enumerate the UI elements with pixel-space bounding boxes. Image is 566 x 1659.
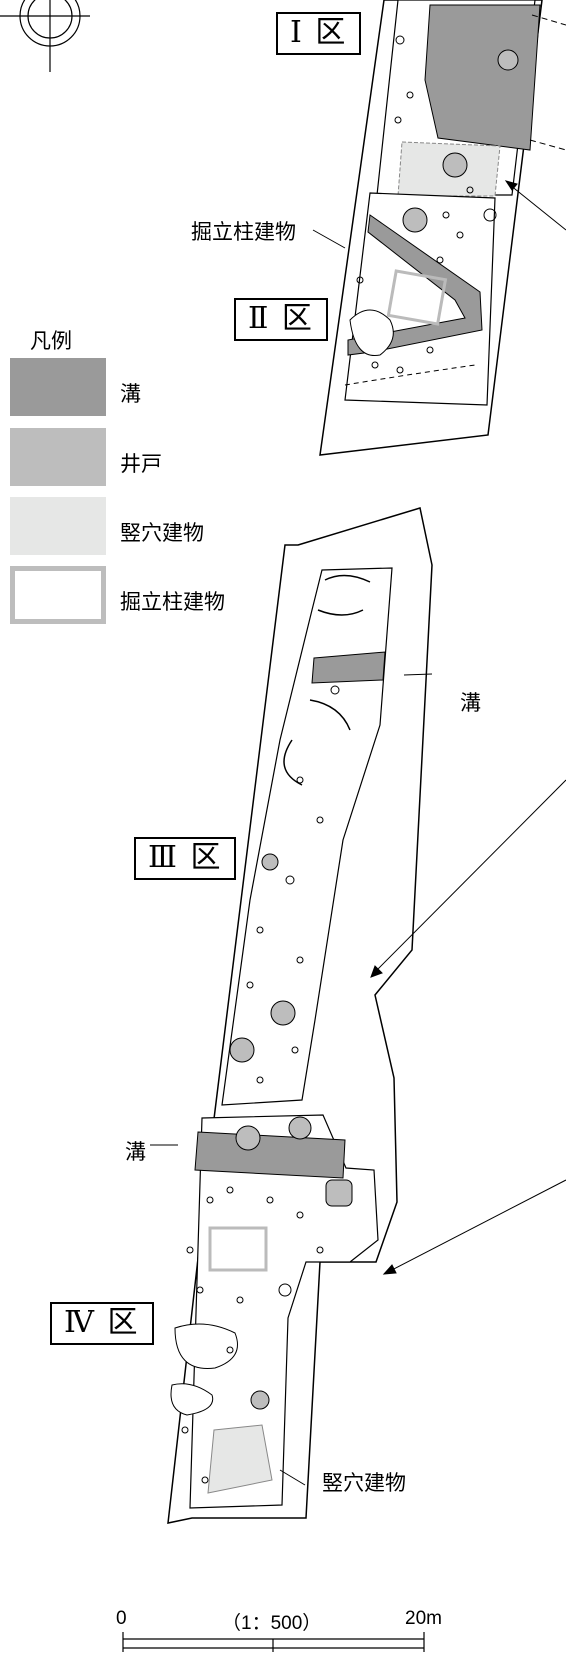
pointer-arrows xyxy=(370,180,566,1275)
zone-1-2-plot xyxy=(319,0,566,456)
zone-2-label: Ⅱ 区 xyxy=(234,298,328,341)
callout-ditch-right: 溝 xyxy=(460,691,481,715)
zone-1-label: Ⅰ 区 xyxy=(276,12,362,55)
scale-end: 20m xyxy=(405,1608,442,1629)
legend-label-post-building: 掘立柱建物 xyxy=(120,590,225,614)
callout-pit-dwelling: 竪穴建物 xyxy=(322,1471,406,1495)
scale-start: 0 xyxy=(116,1608,127,1629)
legend-swatch-well xyxy=(10,428,106,486)
legend-swatch-ditch xyxy=(10,358,106,416)
ditch-zone4 xyxy=(194,1131,346,1179)
legend-swatch-post-building xyxy=(10,566,106,624)
callout-post-building: 掘立柱建物 xyxy=(191,220,296,244)
scale-ratio: （1：500） xyxy=(222,1613,322,1634)
pit-dwelling-zone4 xyxy=(207,1424,273,1494)
callout-ditch-left: 溝 xyxy=(125,1140,146,1164)
ditch-zone3 xyxy=(311,651,386,684)
north-arrow-icon xyxy=(0,0,90,72)
legend-title: 凡例 xyxy=(30,329,72,353)
zone-3-4-plot xyxy=(167,507,433,1524)
ditch-zone1 xyxy=(424,4,541,151)
leader-lines xyxy=(150,229,433,1486)
scale-bar xyxy=(122,1632,425,1652)
legend-label-well: 井戸 xyxy=(120,452,162,476)
legend-label-pit-dwelling: 竪穴建物 xyxy=(120,521,204,545)
zone-3-label: Ⅲ 区 xyxy=(134,837,237,880)
legend-swatch-pit-dwelling xyxy=(10,497,106,555)
zone-4-label: Ⅳ 区 xyxy=(50,1302,154,1345)
legend-label-ditch: 溝 xyxy=(120,382,141,406)
